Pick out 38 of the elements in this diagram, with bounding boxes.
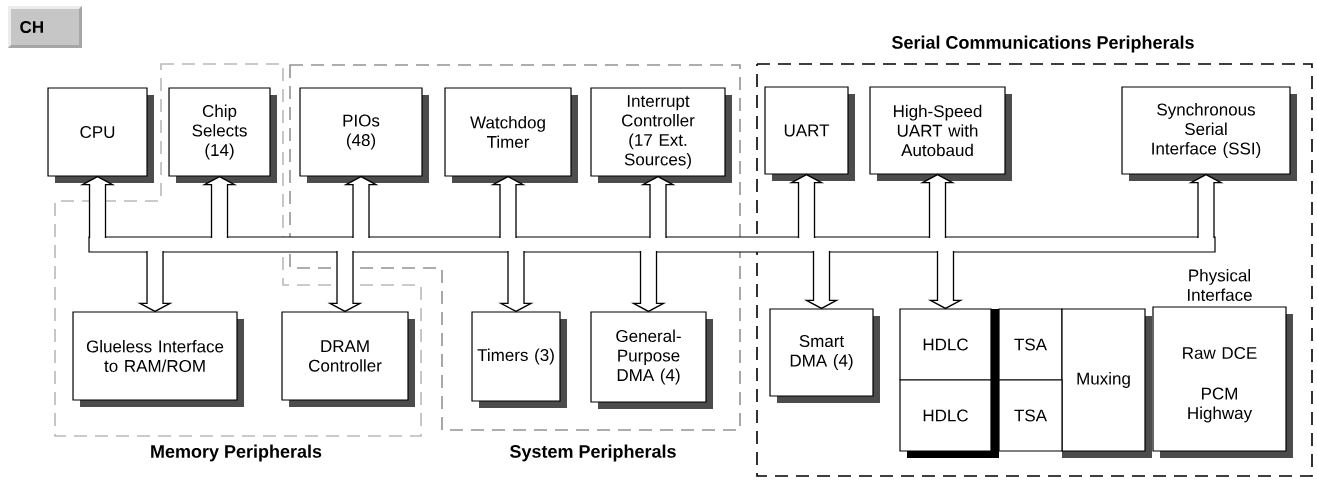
process-box: Chip Selects (14) [168,87,277,183]
bus-arrow [1188,173,1224,239]
bus-arrow [490,175,526,239]
bus-arrow [803,250,840,310]
bus-arrow [201,175,238,239]
process-box: Watchdog Timer [444,87,578,183]
process-box: HDLC [899,308,992,381]
process-box: High-Speed UART with Autobaud [869,86,1012,181]
process-box: DRAM Controller [281,311,415,407]
process-box: Physical Interface Raw DCE PCM Highway [1152,269,1293,458]
bus-arrow [343,175,379,239]
process-box: General-Purpose DMA (4) [590,311,713,409]
tab-button: CH [8,6,82,48]
process-box: HDLC [899,379,992,452]
process-box: CPU [47,87,154,183]
bus-arrow [137,250,173,313]
node-label: Serial Communications Peripherals [891,35,1194,53]
process-box: Synchronous Serial Interface (SSI) [1121,86,1297,181]
bus-arrow [630,250,667,313]
bus-arrow [327,250,363,313]
bus-arrow [919,173,956,239]
bus-arrow [927,250,964,310]
process-box: PIOs (48) [299,87,429,183]
bus-arrow [640,175,676,239]
process-box: Smart DMA (4) [769,308,880,403]
node-label: Physical Interface [1188,269,1252,301]
bus-arrow [788,173,825,239]
bus-arrow [498,250,534,313]
process-box: UART [764,86,855,181]
process-box: Glueless Interface to RAM/ROM [72,311,244,407]
process-box: TSA [998,308,1063,381]
process-box: Timers (3) [471,311,567,408]
node-label: Memory Peripherals [151,444,322,462]
process-box: TSA [998,379,1063,452]
process-box: Interrupt Controller (17 Ext. Sources) [590,87,732,183]
bus-bar [88,236,1216,253]
node-label: System Peripherals [509,444,676,462]
bus-arrow [79,175,116,239]
